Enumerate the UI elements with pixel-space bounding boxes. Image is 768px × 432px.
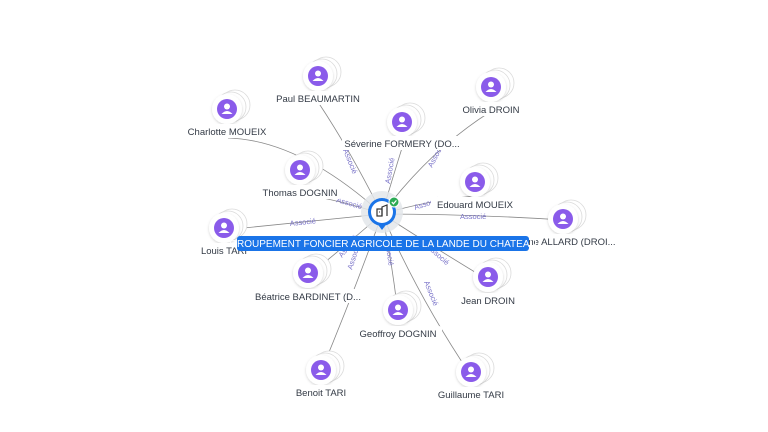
person-node-allard[interactable]: ...ne ALLARD (DROI... [511, 199, 625, 248]
company-node-center[interactable]: GROUPEMENT FONCIER AGRICOLE DE LA LANDE … [229, 191, 537, 251]
person-name: Louis TARI [201, 246, 247, 257]
person-name: Guillaume TARI [438, 390, 504, 401]
person-node-benoit[interactable]: Benoit TARI [289, 350, 353, 399]
person-node-thomas[interactable]: Thomas DOGNIN [258, 150, 342, 199]
person-icon [294, 164, 306, 175]
person-node-guillaume[interactable]: Guillaume TARI [431, 352, 511, 401]
person-icon [485, 81, 497, 92]
person-name: Béatrice BARDINET (D... [255, 292, 361, 303]
edge-label-allard: Associé [460, 212, 486, 221]
person-node-louis[interactable]: Louis TARI [196, 208, 252, 257]
person-node-edouard[interactable]: Edouard MOUEIX [431, 162, 519, 211]
person-icon [392, 304, 404, 315]
person-node-paul[interactable]: Paul BEAUMARTIN [272, 56, 364, 105]
company-label-bg [237, 236, 529, 251]
person-name: Benoit TARI [296, 388, 346, 399]
person-icon [218, 222, 230, 233]
person-name: Jean DROIN [461, 296, 515, 307]
person-icon [396, 116, 408, 127]
company-name: GROUPEMENT FONCIER AGRICOLE DE LA LANDE … [229, 239, 536, 250]
person-icon [469, 176, 481, 187]
person-icon [302, 267, 314, 278]
person-name: Olivia DROIN [462, 105, 519, 116]
person-node-charlotte[interactable]: Charlotte MOUEIX [181, 89, 273, 138]
person-node-geoffroy[interactable]: Geoffroy DOGNIN [354, 290, 442, 340]
person-name: Charlotte MOUEIX [188, 127, 267, 138]
nodes-layer: Paul BEAUMARTIN Charlotte MOUEIX Séverin… [181, 56, 625, 401]
person-icon [557, 213, 569, 224]
edge-allard [381, 213, 564, 221]
edge-label-paul: Associé [341, 147, 359, 175]
person-node-beatrice[interactable]: Béatrice BARDINET (D... [252, 253, 364, 303]
person-name: ...ne ALLARD (DROI... [520, 237, 615, 248]
edge-label-guillaume: Associé [422, 279, 440, 307]
person-name: Séverine FORMERY (DO... [344, 139, 459, 150]
person-node-jean[interactable]: Jean DROIN [456, 257, 520, 307]
person-icon [221, 103, 233, 114]
person-name: Edouard MOUEIX [437, 200, 514, 211]
check-icon [388, 196, 400, 208]
person-icon [465, 366, 477, 377]
edge-guillaume [381, 213, 471, 375]
person-name: Paul BEAUMARTIN [276, 94, 360, 105]
edge-label-severine: Associé [383, 157, 396, 184]
person-node-severine[interactable]: Séverine FORMERY (DO... [342, 102, 462, 150]
person-name: Geoffroy DOGNIN [360, 329, 437, 340]
edge-label-louis: Associé [289, 216, 316, 228]
person-icon [315, 364, 327, 375]
person-icon [482, 271, 494, 282]
building-icon [376, 204, 388, 217]
person-name: Thomas DOGNIN [263, 188, 338, 199]
person-node-olivia[interactable]: Olivia DROIN [457, 67, 525, 116]
person-icon [312, 70, 324, 81]
